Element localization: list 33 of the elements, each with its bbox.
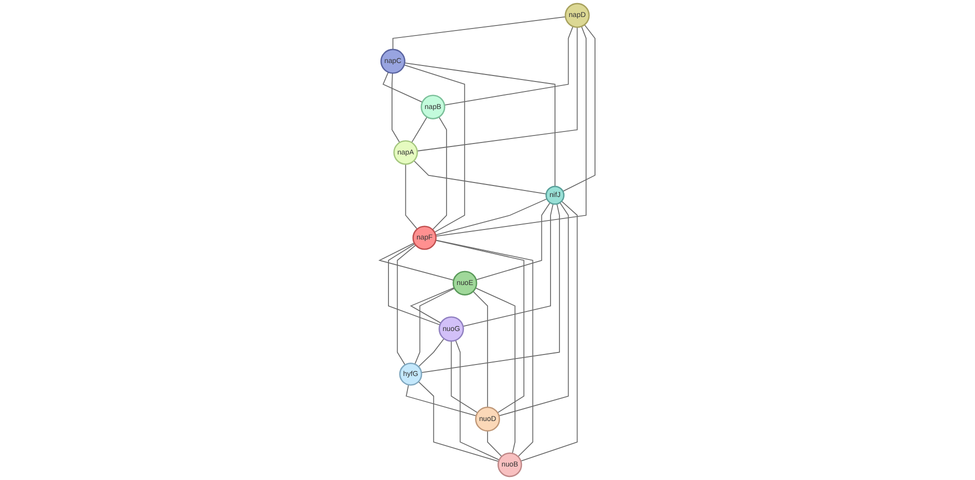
connector [455, 340, 500, 460]
connector [392, 16, 566, 50]
connector [435, 240, 525, 414]
connector [378, 242, 454, 281]
connector [411, 116, 428, 143]
connector [436, 240, 534, 458]
connector [444, 26, 574, 106]
connector [418, 338, 445, 368]
connector [472, 290, 488, 408]
connector [562, 24, 596, 192]
connector [432, 116, 448, 230]
connector [392, 72, 400, 143]
connector [405, 164, 418, 230]
connector [462, 204, 554, 327]
connector [475, 288, 516, 454]
connector [520, 200, 578, 462]
connector [421, 204, 560, 374]
connector [414, 288, 456, 365]
connector [416, 26, 578, 152]
connector [397, 244, 416, 366]
connector [382, 72, 424, 103]
connector [414, 160, 547, 194]
connector [498, 202, 569, 416]
connector [476, 202, 551, 280]
connector [435, 198, 548, 236]
connector [487, 430, 502, 457]
connector [451, 340, 478, 414]
connector [404, 64, 466, 233]
connector [404, 62, 556, 187]
connector [406, 384, 477, 416]
connector [418, 381, 500, 462]
connector [388, 243, 441, 326]
connector [436, 26, 587, 237]
